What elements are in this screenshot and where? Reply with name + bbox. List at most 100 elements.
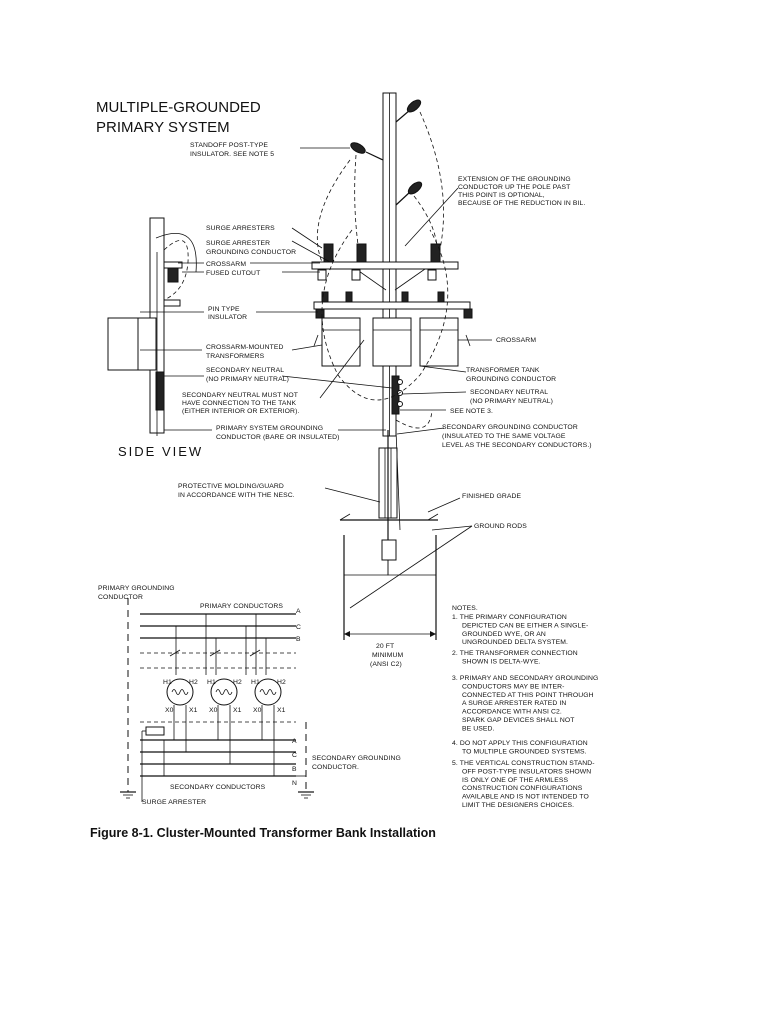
label-ground-rods: GROUND RODS [474, 523, 527, 530]
label-arrester-grounding-1: SURGE ARRESTER [206, 240, 270, 247]
schematic-t2-h2: H2 [233, 679, 242, 686]
note-5-line-2: OFF POST-TYPE INSULATORS SHOWN [462, 768, 591, 775]
label-crossarm-right: CROSSARM [496, 337, 536, 344]
note-2-line-1: 2. THE TRANSFORMER CONNECTION [452, 650, 578, 657]
schematic-t1-x0: X0 [165, 707, 174, 714]
label-min-spacing-3: (ANSI C2) [370, 661, 402, 668]
label-protective-molding-2: IN ACCORDANCE WITH THE NESC. [178, 492, 295, 499]
label-extension-2: CONDUCTOR UP THE POLE PAST [458, 184, 570, 191]
secondary-rack [391, 375, 403, 415]
schematic-primary-conductors: PRIMARY CONDUCTORS [200, 603, 283, 610]
note-3-line-7: BE USED. [462, 725, 495, 732]
note-4-line-1: 4. DO NOT APPLY THIS CONFIGURATION [452, 740, 588, 747]
schematic-phase-top-a: A [296, 608, 301, 615]
side-view-label: SIDE VIEW [118, 444, 203, 459]
pole-below-grade [339, 429, 439, 640]
schematic-t2-h1: H1 [207, 679, 216, 686]
diagram-title-line1: MULTIPLE-GROUNDED [96, 99, 261, 116]
schematic-t3-x1: X1 [277, 707, 286, 714]
label-crossarm-mounted-2: TRANSFORMERS [206, 353, 265, 360]
crossarm-transformers [313, 308, 473, 367]
label-secondary-neutral-right-2: (NO PRIMARY NEUTRAL) [470, 398, 553, 405]
note-3-line-1: 3. PRIMARY AND SECONDARY GROUNDING [452, 675, 598, 682]
note-3-line-3: CONNECTED AT THIS POINT THROUGH [462, 692, 594, 699]
schematic-surge-arrester: SURGE ARRESTER [142, 799, 206, 806]
note-1-line-3: GROUNDED WYE, OR AN [462, 631, 546, 638]
label-neutral-must-not-2: HAVE CONNECTION TO THE TANK [182, 400, 296, 407]
wiring-schematic: PRIMARY GROUNDING CONDUCTOR PRIMARY COND… [98, 585, 401, 806]
label-arrester-grounding-2: GROUNDING CONDUCTOR [206, 249, 296, 256]
schematic-t1-x1: X1 [189, 707, 198, 714]
diagram-title-line2: PRIMARY SYSTEM [96, 119, 230, 136]
diagram-labels: STANDOFF POST-TYPE INSULATOR. SEE NOTE 5… [178, 142, 592, 668]
label-neutral-must-not-3: (EITHER INTERIOR OR EXTERIOR). [182, 408, 299, 415]
note-5-line-5: AVAILABLE AND IS NOT INTENDED TO [462, 794, 589, 801]
schematic-t1-h2: H2 [189, 679, 198, 686]
label-secondary-neutral-left-2: (NO PRIMARY NEUTRAL) [206, 376, 289, 383]
label-secondary-grounding-3: LEVEL AS THE SECONDARY CONDUCTORS.) [442, 442, 592, 449]
label-tank-grounding-2: GROUNDING CONDUCTOR [466, 376, 556, 383]
label-see-note-3: SEE NOTE 3. [450, 408, 493, 415]
label-primary-grounding-1: PRIMARY SYSTEM GROUNDING [216, 425, 323, 432]
label-surge-arresters: SURGE ARRESTERS [206, 225, 275, 232]
schematic-t2-x1: X1 [233, 707, 242, 714]
leader-lines [140, 147, 492, 609]
label-secondary-grounding-1: SECONDARY GROUNDING CONDUCTOR [442, 424, 578, 431]
label-standoff-1: STANDOFF POST-TYPE [190, 142, 268, 149]
label-pin-type-2: INSULATOR [208, 314, 247, 321]
schematic-secondary-grounding-2: CONDUCTOR. [312, 764, 359, 771]
label-standoff-2: INSULATOR. SEE NOTE 5 [190, 151, 274, 158]
schematic-t3-h1: H1 [251, 679, 260, 686]
label-neutral-must-not-1: SECONDARY NEUTRAL MUST NOT [182, 392, 298, 399]
note-4-line-2: TO MULTIPLE GROUNDED SYSTEMS. [462, 748, 587, 755]
label-min-spacing-1: 20 FT [376, 643, 394, 650]
schematic-secondary-grounding-1: SECONDARY GROUNDING [312, 755, 401, 762]
note-3-line-2: CONDUCTORS MAY BE INTER- [462, 683, 564, 690]
schematic-primary-grounding-2: CONDUCTOR [98, 594, 143, 601]
label-secondary-neutral-left-1: SECONDARY NEUTRAL [206, 367, 284, 374]
note-2-line-2: SHOWN IS DELTA-WYE. [462, 658, 541, 665]
schematic-phase-bottom-a: A [292, 738, 297, 745]
label-extension-3: THIS POINT IS OPTIONAL, [458, 192, 545, 199]
label-fused-cutout: FUSED CUTOUT [206, 270, 260, 277]
schematic-phase-bottom-c: C [292, 752, 297, 759]
label-secondary-grounding-2: (INSULATED TO THE SAME VOLTAGE [442, 433, 566, 440]
schematic-secondary-conductors: SECONDARY CONDUCTORS [170, 784, 266, 791]
note-5-line-3: IS ONLY ONE OF THE ARMLESS [462, 777, 568, 784]
schematic-t3-h2: H2 [277, 679, 286, 686]
label-extension-4: BECAUSE OF THE REDUCTION IN BIL. [458, 200, 585, 207]
notes: NOTES. 1. THE PRIMARY CONFIGURATIONDEPIC… [452, 605, 598, 809]
label-pin-type-1: PIN TYPE [208, 306, 240, 313]
schematic-t2-x0: X0 [209, 707, 218, 714]
label-crossarm-top: CROSSARM [206, 261, 246, 268]
lower-crossarm [313, 291, 471, 310]
label-finished-grade: FINISHED GRADE [462, 493, 522, 500]
note-3-line-6: SPARK GAP DEVICES SHALL NOT [462, 717, 575, 724]
notes-heading: NOTES. [452, 605, 478, 612]
upper-crossarm [311, 243, 459, 291]
note-1-line-1: 1. THE PRIMARY CONFIGURATION [452, 614, 567, 621]
label-primary-grounding-2: CONDUCTOR (BARE OR INSULATED) [216, 434, 340, 441]
label-protective-molding-1: PROTECTIVE MOLDING/GUARD [178, 483, 284, 490]
note-1-line-2: DEPICTED CAN BE EITHER A SINGLE- [462, 622, 588, 629]
schematic-t3-x0: X0 [253, 707, 262, 714]
side-view-pole [107, 217, 197, 436]
schematic-t1-h1: H1 [163, 679, 172, 686]
schematic-phase-bottom-b: B [292, 766, 297, 773]
note-3-line-5: ACCORDANCE WITH ANSI C2. [462, 709, 562, 716]
standoff-insulators [350, 99, 423, 206]
note-5-line-1: 5. THE VERTICAL CONSTRUCTION STAND- [452, 760, 595, 767]
label-crossarm-mounted-1: CROSSARM-MOUNTED [206, 344, 284, 351]
note-1-line-4: UNGROUNDED DELTA SYSTEM. [462, 639, 568, 646]
schematic-phase-top-b: B [296, 636, 301, 643]
note-5-line-6: LIMIT THE DESIGNERS CHOICES. [462, 802, 574, 809]
label-extension-1: EXTENSION OF THE GROUNDING [458, 176, 571, 183]
note-3-line-4: A SURGE ARRESTER RATED IN [462, 700, 566, 707]
figure-caption: Figure 8-1. Cluster-Mounted Transformer … [90, 826, 436, 840]
schematic-primary-grounding-1: PRIMARY GROUNDING [98, 585, 175, 592]
label-tank-grounding-1: TRANSFORMER TANK [466, 367, 540, 374]
label-secondary-neutral-right-1: SECONDARY NEUTRAL [470, 389, 548, 396]
schematic-phase-bottom-n: N [292, 780, 297, 787]
